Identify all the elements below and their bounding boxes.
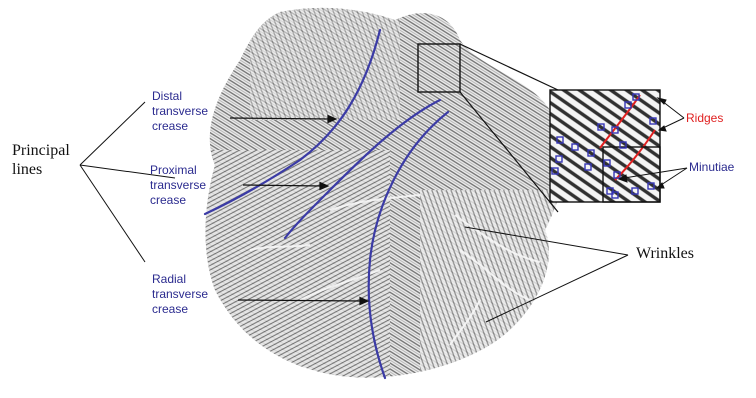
label-line: transverse	[152, 104, 208, 119]
label-line: lines	[12, 160, 70, 179]
zoomed-ridge-inset	[550, 90, 660, 202]
label-line: crease	[152, 119, 208, 134]
ridges-label: Ridges	[686, 111, 723, 125]
label-line: transverse	[152, 287, 208, 302]
label-line: crease	[150, 193, 206, 208]
radial-crease-label: Radial transverse crease	[152, 272, 208, 317]
label-line: Radial	[152, 272, 208, 287]
label-line: crease	[152, 302, 208, 317]
label-line: transverse	[150, 178, 206, 193]
principal-lines-label: Principal lines	[12, 141, 70, 179]
minutiae-label: Minutiae	[689, 160, 734, 174]
label-line: Principal	[12, 141, 70, 160]
label-line: Distal	[152, 89, 208, 104]
palmprint-image	[190, 0, 570, 393]
wrinkles-label: Wrinkles	[636, 244, 694, 263]
label-line: Proximal	[150, 163, 206, 178]
ridges-arrows	[658, 98, 684, 131]
proximal-crease-label: Proximal transverse crease	[150, 163, 206, 208]
distal-crease-label: Distal transverse crease	[152, 89, 208, 134]
